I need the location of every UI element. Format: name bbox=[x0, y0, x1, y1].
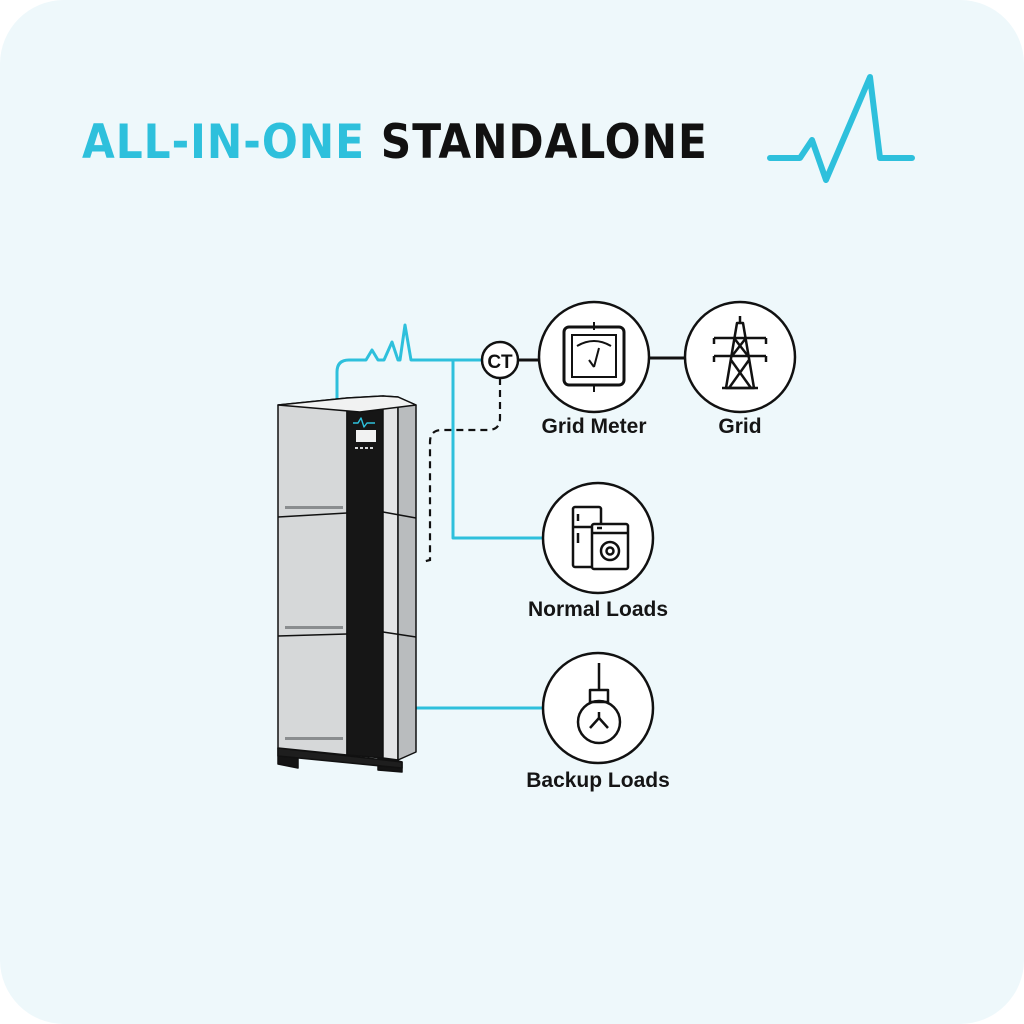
fridge-washer-icon bbox=[541, 481, 655, 595]
title-main: STANDALONE bbox=[380, 115, 708, 170]
grid-label: Grid bbox=[718, 415, 762, 438]
ct-circle bbox=[480, 340, 520, 380]
backup-loads-label: Backup Loads bbox=[526, 769, 670, 792]
pulse-wave-icon bbox=[767, 74, 915, 183]
analog-meter-icon bbox=[537, 300, 651, 414]
power-pylon-icon bbox=[683, 300, 797, 414]
page-title: ALL-IN-ONE STANDALONE bbox=[82, 112, 708, 174]
ct-label: CT bbox=[487, 352, 513, 373]
title-accent: ALL-IN-ONE bbox=[82, 115, 366, 170]
ct-sense-wire bbox=[421, 378, 502, 564]
light-bulb-icon bbox=[541, 651, 655, 765]
ac-wiring bbox=[335, 323, 547, 710]
grid-meter-label: Grid Meter bbox=[541, 415, 647, 438]
all-in-one-battery-cabinet-icon bbox=[277, 395, 417, 773]
normal-loads-label: Normal Loads bbox=[527, 598, 669, 621]
